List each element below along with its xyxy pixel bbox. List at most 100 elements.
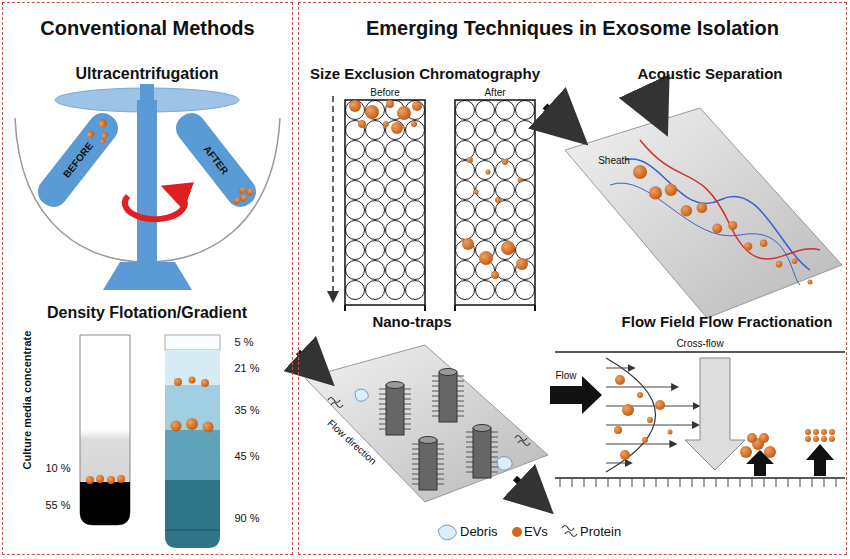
ev-particle xyxy=(633,165,647,179)
bead xyxy=(386,201,405,220)
annotation-label: 5 % xyxy=(235,336,254,348)
ev-particle xyxy=(615,375,625,385)
ev-particle xyxy=(681,205,693,217)
ev-particle xyxy=(821,436,827,442)
section-panel: Emerging Techniques in Exosome Isolation xyxy=(298,2,847,555)
ev-particle xyxy=(805,436,811,442)
ev-particle xyxy=(622,404,634,416)
pillar xyxy=(386,385,404,435)
membrane-tick xyxy=(764,479,765,487)
membrane-tick xyxy=(572,479,573,487)
section-title: Acoustic Separation xyxy=(637,66,782,83)
bead xyxy=(346,201,365,220)
bead xyxy=(476,121,495,140)
flow-arrow xyxy=(606,444,675,445)
bead xyxy=(406,121,425,140)
bead xyxy=(406,161,425,180)
bead xyxy=(346,261,365,280)
bead xyxy=(516,161,535,180)
bead xyxy=(456,261,475,280)
membrane-tick xyxy=(740,479,741,487)
ev-particle xyxy=(759,433,769,443)
bead xyxy=(516,101,535,120)
bead xyxy=(496,101,515,120)
bead xyxy=(516,121,535,140)
bead xyxy=(386,141,405,160)
annotation-label: 21 % xyxy=(234,362,259,374)
bead xyxy=(346,101,365,120)
ev-particle xyxy=(740,446,752,458)
pillar xyxy=(473,428,491,478)
bead xyxy=(516,201,535,220)
membrane-tick xyxy=(632,479,633,487)
bead xyxy=(456,281,475,300)
bead xyxy=(456,181,475,200)
membrane-tick xyxy=(752,479,753,487)
membrane-tick xyxy=(596,479,597,487)
bead xyxy=(406,241,425,260)
ev-particle xyxy=(792,258,798,264)
bead xyxy=(476,281,495,300)
bead xyxy=(516,241,535,260)
membrane-tick xyxy=(812,479,813,487)
bead xyxy=(476,161,495,180)
membrane-tick xyxy=(668,479,669,487)
bead xyxy=(476,141,495,160)
membrane-tick xyxy=(788,479,789,487)
membrane-tick xyxy=(728,479,729,487)
bead xyxy=(366,101,385,120)
membrane-tick xyxy=(608,479,609,487)
bead xyxy=(386,161,405,180)
bead xyxy=(406,221,425,240)
section-title: Ultracentrifugation xyxy=(75,65,218,83)
ev-particle xyxy=(655,400,665,410)
bead xyxy=(496,221,515,240)
bead xyxy=(366,281,385,300)
section-title: Density Flotation/Gradient xyxy=(47,304,247,322)
bead xyxy=(456,121,475,140)
ev-particle xyxy=(620,450,630,460)
bead xyxy=(456,141,475,160)
annotation-label: 35 % xyxy=(234,404,259,416)
bead xyxy=(346,281,365,300)
annotation-label: Before xyxy=(370,87,399,98)
flow-arrow xyxy=(606,368,634,369)
annotation-label: 55 % xyxy=(45,499,70,511)
ev-particle xyxy=(813,429,819,435)
annotation-label: Flow xyxy=(555,370,576,381)
protein-icon xyxy=(562,526,577,537)
annotation-label: 10 % xyxy=(45,462,70,474)
ev-particle xyxy=(696,202,707,213)
section-title: Flow Field Flow Fractionation xyxy=(622,314,833,331)
annotation-label: Sheath xyxy=(598,155,630,166)
membrane-tick xyxy=(656,479,657,487)
bead xyxy=(406,141,425,160)
bead xyxy=(366,141,385,160)
section-title: Nano-traps xyxy=(372,314,451,331)
ev-particle xyxy=(747,433,757,443)
bead xyxy=(406,181,425,200)
bead xyxy=(386,281,405,300)
ev-particle xyxy=(776,261,783,268)
bead xyxy=(496,241,515,260)
bead xyxy=(346,241,365,260)
bead xyxy=(456,101,475,120)
legend-swatch xyxy=(512,527,522,537)
membrane-tick xyxy=(584,479,585,487)
membrane-tick xyxy=(692,479,693,487)
bead xyxy=(346,221,365,240)
membrane-tick xyxy=(716,479,717,487)
bead xyxy=(406,261,425,280)
section-title: Size Exclusion Chromatography xyxy=(310,66,540,83)
bead xyxy=(366,121,385,140)
ev-particle xyxy=(808,280,813,285)
bead xyxy=(516,221,535,240)
ev-particle xyxy=(829,436,835,442)
membrane-tick xyxy=(620,479,621,487)
bead xyxy=(516,181,535,200)
panel-title: Conventional Methods xyxy=(3,17,292,40)
membrane-tick xyxy=(680,479,681,487)
bead xyxy=(346,161,365,180)
ev-particle xyxy=(712,224,722,234)
